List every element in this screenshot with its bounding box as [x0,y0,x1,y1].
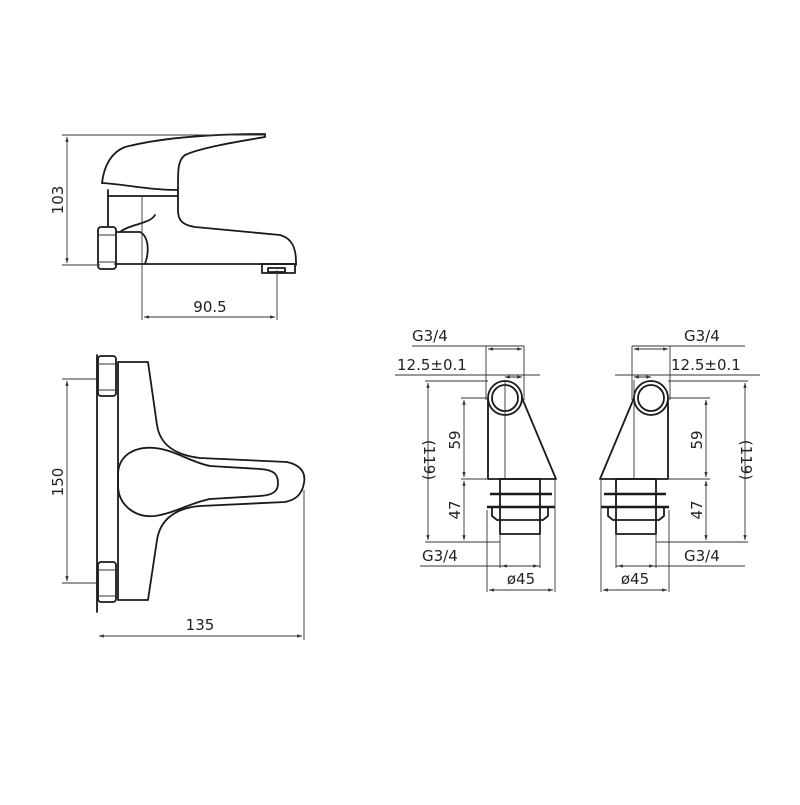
eccentric-fitting-left: G3/4 12.5±0.1 (119) 59 47 G3/4 ø45 [395,327,557,592]
spout-reach-label: 90.5 [193,298,226,316]
thread-bottom-label: G3/4 [422,547,458,565]
fitting-right-outline [599,380,669,535]
top-view: 150 135 [49,354,306,640]
eccentric-fitting-right: G3/4 12.5±0.1 (119) 59 47 G3/4 ø45 [599,327,760,592]
height-label: 103 [49,186,67,215]
offset-label: 12.5±0.1 [397,356,467,374]
inlet-spacing-dimension: 150 [49,378,97,584]
faucet-top-outline [96,354,306,613]
lower-label: 47 [688,500,706,519]
inlet-spacing-label: 150 [49,468,67,497]
side-view: 103 90.5 [49,133,297,320]
height-dimension: 103 [49,134,265,266]
spout-reach-dimension: 90.5 [141,196,278,320]
thread-top-label: G3/4 [684,327,720,345]
fitting-right-dimensions: G3/4 12.5±0.1 (119) 59 47 G3/4 ø45 [600,327,760,592]
flange-label: ø45 [621,570,649,588]
overall-label: (119) [737,440,755,480]
thread-bottom-label: G3/4 [684,547,720,565]
flange-label: ø45 [507,570,535,588]
fitting-left-dimensions: G3/4 12.5±0.1 (119) 59 47 G3/4 ø45 [395,327,556,592]
overall-label: (119) [420,440,438,480]
depth-label: 135 [186,616,215,634]
faucet-side-outline [97,133,297,274]
depth-dimension: 135 [98,490,305,640]
upper-label: 59 [688,430,706,449]
thread-top-label: G3/4 [412,327,448,345]
upper-label: 59 [446,430,464,449]
fitting-left-outline [487,380,557,535]
lower-label: 47 [446,500,464,519]
offset-label: 12.5±0.1 [671,356,741,374]
